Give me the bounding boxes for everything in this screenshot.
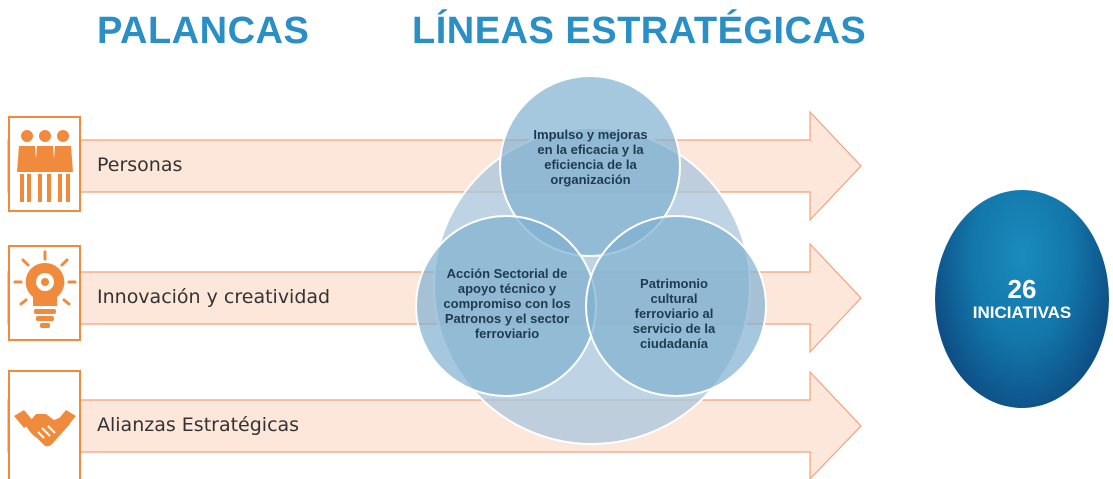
levers-heading: PALANCAS [97, 10, 310, 52]
strategic-line-right: Patrimonio cultural ferroviario al servi… [632, 276, 716, 351]
venn-circle-top [499, 75, 681, 257]
total-label: INICIATIVAS [972, 303, 1072, 322]
people-icon-box [8, 116, 81, 212]
lightbulb-icon-box [8, 245, 81, 341]
lever-label-personas: Personas [97, 154, 183, 176]
strategic-lines-heading: LÍNEAS ESTRATÉGICAS [412, 10, 867, 52]
total-number: 26 [1007, 274, 1037, 304]
people-icon [16, 130, 73, 202]
strategic-line-top: Impulso y mejoras en la eficacia y la ef… [533, 127, 648, 187]
handshake-icon-box [8, 370, 81, 479]
lever-label-alianzas: Alianzas Estratégicas [97, 414, 300, 436]
lightbulb-gear-icon [13, 250, 76, 328]
handshake-icon [13, 409, 76, 446]
strategic-line-left: Acción Sectorial de apoyo técnico y comp… [443, 266, 571, 341]
lever-arrow-alianzas [7, 370, 862, 479]
total-initiatives-circle: 26 INICIATIVAS [935, 190, 1109, 408]
lever-arrow-personas [7, 110, 862, 222]
venn-circle-right [585, 215, 767, 397]
lever-label-innovacion: Innovación y creatividad [97, 286, 331, 308]
